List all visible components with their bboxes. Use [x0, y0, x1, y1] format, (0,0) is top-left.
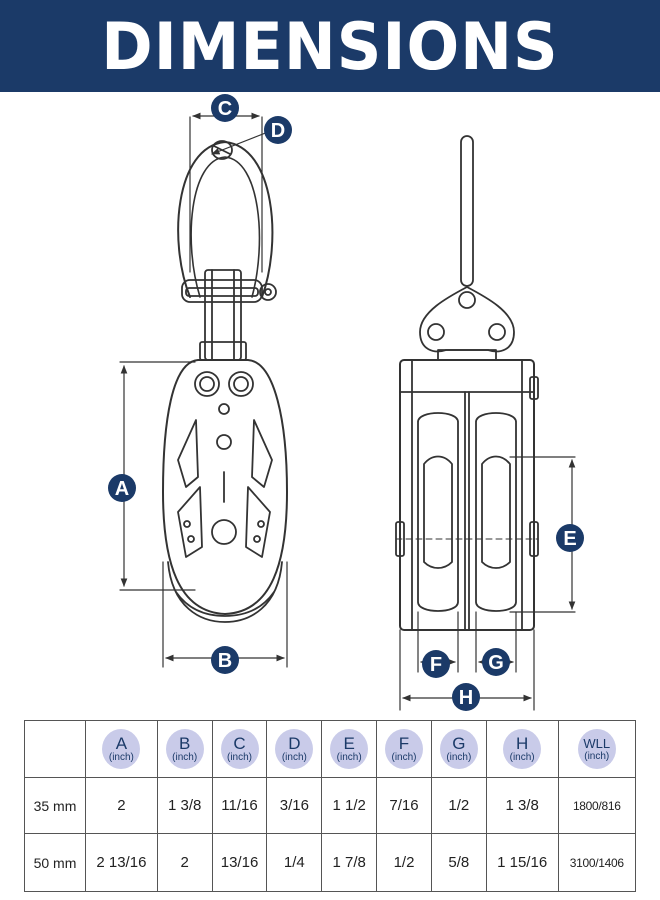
header-cell-f: F(inch)	[376, 720, 432, 778]
table-cell: 1800/816	[557, 777, 637, 834]
header-cell-c: C(inch)	[211, 720, 268, 778]
table-row: 50 mm 2 13/16 2 13/16 1/4 1 7/8 1/2 5/8 …	[24, 833, 637, 892]
table-cell: 1/2	[430, 777, 487, 834]
callout-a: A	[108, 474, 136, 502]
callout-a-label: A	[115, 478, 129, 500]
table-cell: 3100/1406	[557, 833, 637, 892]
header-ellipse: H(inch)	[503, 729, 542, 769]
double-pulley-drawing	[395, 135, 539, 631]
page-title: DIMENSIONS	[101, 7, 559, 85]
header-ellipse: F(inch)	[385, 729, 423, 769]
callout-c: C	[211, 94, 239, 122]
header-cell-e: E(inch)	[321, 720, 378, 778]
callout-h: H	[452, 683, 480, 711]
callout-h-label: H	[459, 687, 473, 709]
header-cell-b: B(inch)	[156, 720, 213, 778]
header-ellipse: WLL(inch)	[577, 729, 616, 769]
single-pulley-drawing	[162, 140, 288, 623]
table-cell: 1 7/8	[321, 833, 378, 892]
callout-b: B	[211, 646, 239, 674]
table-cell: 1 1/2	[321, 777, 378, 834]
table-row: 35 mm 2 1 3/8 11/16 3/16 1 1/2 7/16 1/2 …	[24, 777, 637, 834]
table-cell: 7/16	[376, 777, 432, 834]
table-cell: 11/16	[211, 777, 268, 834]
header-banner: DIMENSIONS	[0, 0, 660, 92]
table-corner-cell	[24, 720, 86, 778]
header-ellipse: A(inch)	[102, 729, 141, 769]
callout-f-label: F	[430, 654, 442, 676]
header-cell-d: D(inch)	[266, 720, 323, 778]
callout-e-label: E	[563, 528, 576, 550]
row-label: 50 mm	[24, 833, 86, 892]
dimension-diagram: A B C D E F G H	[108, 94, 584, 711]
table-cell: 1/2	[376, 833, 432, 892]
callout-b-label: B	[218, 650, 232, 672]
table-cell: 13/16	[211, 833, 268, 892]
table-cell: 3/16	[266, 777, 323, 834]
callout-f: F	[422, 650, 450, 678]
header-cell-g: G(inch)	[430, 720, 487, 778]
table-cell: 2 13/16	[85, 833, 158, 892]
callout-g-label: G	[488, 652, 504, 674]
header-ellipse: B(inch)	[165, 729, 204, 769]
table-cell: 1 3/8	[156, 777, 213, 834]
header-ellipse: D(inch)	[275, 729, 314, 769]
table-cell: 1 15/16	[485, 833, 559, 892]
table-header-row: A(inch) B(inch) C(inch) D(inch) E(inch) …	[24, 720, 637, 778]
table-cell: 5/8	[430, 833, 487, 892]
header-ellipse: C(inch)	[220, 729, 259, 769]
spec-table: A(inch) B(inch) C(inch) D(inch) E(inch) …	[24, 720, 637, 892]
header-cell-wll: WLL(inch)	[557, 720, 637, 778]
callout-d: D	[264, 116, 292, 144]
header-ellipse: G(inch)	[439, 729, 478, 769]
table-cell: 1 3/8	[485, 777, 559, 834]
callout-c-label: C	[218, 98, 232, 120]
header-ellipse: E(inch)	[330, 729, 369, 769]
callout-e: E	[556, 524, 584, 552]
callout-d-label: D	[271, 120, 285, 142]
table-cell: 2	[85, 777, 158, 834]
table-cell: 1/4	[266, 833, 323, 892]
dimension-lines	[119, 112, 576, 711]
callout-g: G	[482, 648, 510, 676]
table-cell: 2	[156, 833, 213, 892]
row-label: 35 mm	[24, 777, 86, 834]
header-cell-a: A(inch)	[85, 720, 158, 778]
header-cell-h: H(inch)	[485, 720, 559, 778]
